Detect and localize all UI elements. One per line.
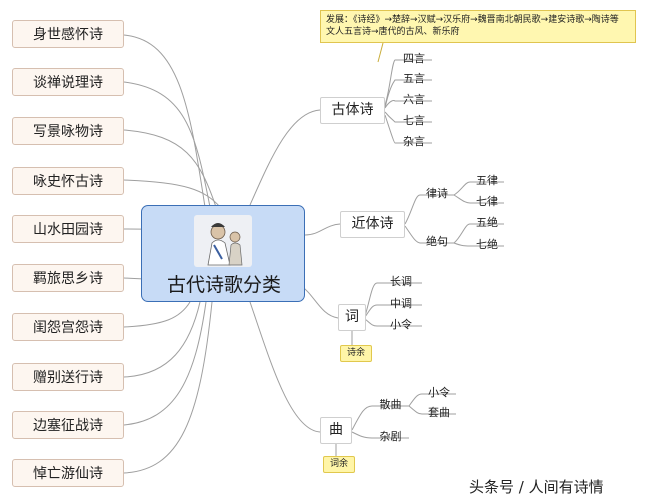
lvshi-item[interactable]: 五律: [476, 174, 498, 187]
ci-item[interactable]: 长调: [390, 275, 412, 288]
topic-tanchanshuoli[interactable]: 谈禅说理诗: [12, 68, 124, 96]
topic-yongshihuaigu[interactable]: 咏史怀古诗: [12, 167, 124, 195]
note-line-1: 发展：《诗经》→楚辞→汉赋→汉乐府→魏晋南北朝民歌→建安诗歌→陶诗等: [326, 15, 619, 25]
watermark: 头条号 / 人间有诗情: [469, 478, 604, 496]
jueju-item[interactable]: 五绝: [476, 216, 498, 229]
jueju-item[interactable]: 七绝: [476, 238, 498, 251]
branch-ci[interactable]: 词: [338, 304, 366, 331]
topic-shanshuitianyuan[interactable]: 山水田园诗: [12, 215, 124, 243]
topic-guiyuangongyuan[interactable]: 闺怨宫怨诗: [12, 313, 124, 341]
lvshi-item[interactable]: 七律: [476, 195, 498, 208]
sanqu-item[interactable]: 小令: [428, 386, 450, 399]
topic-shenshiganhuai[interactable]: 身世感怀诗: [12, 20, 124, 48]
gutishi-item[interactable]: 六言: [403, 93, 425, 106]
gutishi-item[interactable]: 五言: [403, 72, 425, 85]
branch-jintishi[interactable]: 近体诗: [340, 211, 405, 238]
ci-alias-tag: 诗余: [340, 345, 372, 362]
topic-jilvsixiang[interactable]: 羁旅思乡诗: [12, 264, 124, 292]
jueju-node[interactable]: 绝句: [426, 235, 448, 248]
central-topic[interactable]: 古代诗歌分类: [141, 205, 305, 302]
branch-qu[interactable]: 曲: [320, 417, 352, 444]
gutishi-item[interactable]: 杂言: [403, 135, 425, 148]
central-title: 古代诗歌分类: [166, 274, 281, 296]
gutishi-item[interactable]: 四言: [403, 52, 425, 65]
topic-biansaizhengzhan[interactable]: 边塞征战诗: [12, 411, 124, 439]
sanqu-item[interactable]: 套曲: [428, 406, 450, 419]
sanqu-node[interactable]: 散曲: [379, 398, 402, 411]
topic-zengbiesongxing[interactable]: 赠别送行诗: [12, 363, 124, 391]
gutishi-item[interactable]: 七言: [403, 114, 425, 127]
topic-xiejingyongwu[interactable]: 写景咏物诗: [12, 117, 124, 145]
zaju-node[interactable]: 杂剧: [379, 430, 402, 443]
development-note: 发展：《诗经》→楚辞→汉赋→汉乐府→魏晋南北朝民歌→建安诗歌→陶诗等 文人五言诗…: [320, 10, 636, 43]
note-line-2: 文人五言诗→唐代的古风、新乐府: [326, 27, 460, 37]
lvshi-node[interactable]: 律诗: [426, 187, 448, 200]
ci-item[interactable]: 小令: [390, 318, 412, 331]
poet-portrait-icon: [194, 215, 252, 267]
topic-daowangyouxian[interactable]: 悼亡游仙诗: [12, 459, 124, 487]
qu-alias-tag: 词余: [323, 456, 355, 473]
branch-gutishi[interactable]: 古体诗: [320, 97, 385, 124]
ci-item[interactable]: 中调: [390, 297, 412, 310]
